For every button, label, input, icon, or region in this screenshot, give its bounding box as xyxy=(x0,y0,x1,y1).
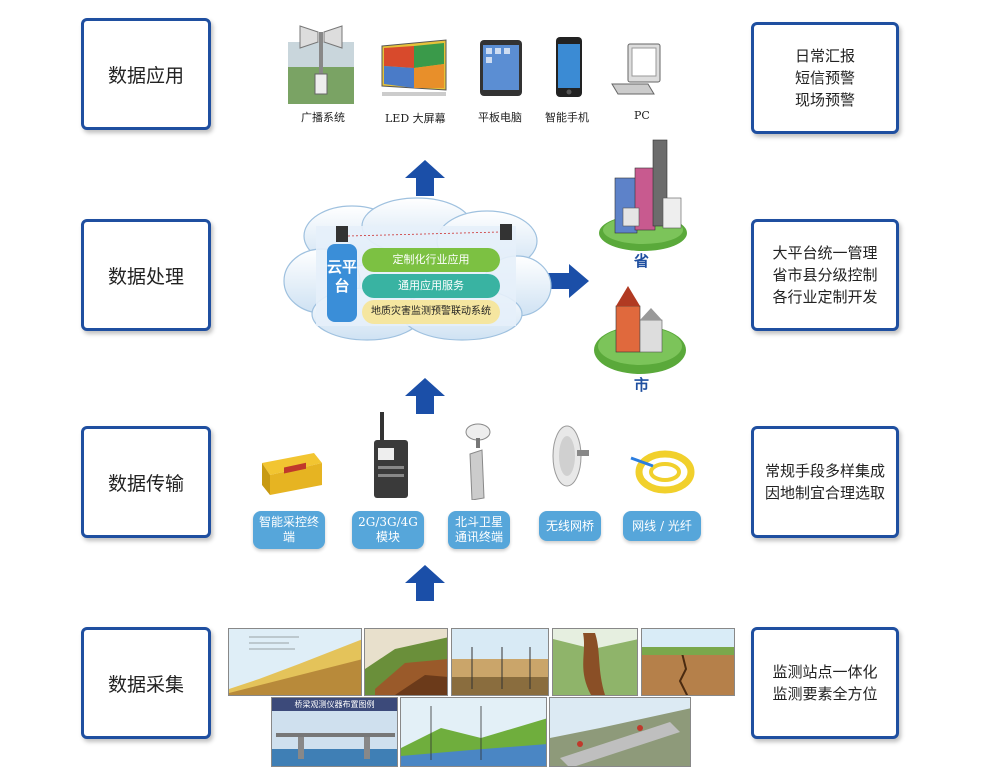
landslide-section-panel xyxy=(364,628,448,696)
cloud-layer-general: 通用应用服务 xyxy=(362,274,500,298)
modem-module-icon xyxy=(374,412,408,498)
province-label: 省 xyxy=(634,252,650,270)
fiber-cable-icon xyxy=(630,450,695,494)
stage-label: 数据采集 xyxy=(107,673,184,696)
stage-box-application: 数据应用 xyxy=(81,18,211,130)
reservoir-section-panel xyxy=(400,697,547,767)
desc-box-collection: 监测站点一体化 监测要素全方位 xyxy=(751,627,899,739)
tablet-icon xyxy=(480,40,522,96)
beidou-terminal-icon xyxy=(465,423,491,500)
transmission-label: 网线 / 光纤 xyxy=(623,511,701,541)
desc-line: 现场预警 xyxy=(794,91,855,109)
ground-crack-panel xyxy=(641,628,735,696)
smartphone-icon xyxy=(556,37,582,97)
desc-line: 常规手段多样集成 xyxy=(764,462,885,480)
bridge-monitoring-panel: 桥梁观测仪器布置图例 xyxy=(271,697,398,767)
cloud-layer-system: 地质灾害监测预警联动系统 xyxy=(362,300,500,324)
wireless-bridge-icon xyxy=(552,425,589,487)
desc-line: 大平台统一管理 xyxy=(772,244,878,262)
app-label: 智能手机 xyxy=(545,111,589,124)
desc-line: 短信预警 xyxy=(794,69,855,87)
smart-terminal-icon xyxy=(262,453,322,495)
province-city-icon xyxy=(599,139,687,251)
stage-box-processing: 数据处理 xyxy=(81,219,211,331)
led-screen-icon xyxy=(381,39,447,96)
desc-line: 省市县分级控制 xyxy=(772,266,878,284)
ground-section-panel xyxy=(451,628,549,696)
desc-line: 日常汇报 xyxy=(794,47,855,65)
tunnel-section-panel xyxy=(549,697,691,767)
stage-label: 数据应用 xyxy=(107,64,184,87)
stage-label: 数据处理 xyxy=(107,265,184,288)
slope-monitoring-panel xyxy=(228,628,362,696)
desc-line: 监测站点一体化 xyxy=(772,663,878,681)
app-label: PC xyxy=(634,109,650,122)
pc-icon xyxy=(611,43,661,95)
debris-flow-panel xyxy=(552,628,638,696)
desc-line: 因地制宜合理选取 xyxy=(764,484,885,502)
desc-line: 监测要素全方位 xyxy=(772,685,878,703)
desc-box-processing: 大平台统一管理 省市县分级控制 各行业定制开发 xyxy=(751,219,899,331)
stage-box-collection: 数据采集 xyxy=(81,627,211,739)
app-label: 平板电脑 xyxy=(478,111,522,124)
transmission-label: 北斗卫星通讯终端 xyxy=(448,511,510,549)
transmission-label: 2G/3G/4G模块 xyxy=(352,511,424,549)
cloud-platform-label: 云平台 xyxy=(327,244,357,322)
arrow-up-icon xyxy=(405,378,445,414)
stage-box-transmission: 数据传输 xyxy=(81,426,211,538)
city-icon xyxy=(594,286,686,374)
arrow-up-icon xyxy=(405,565,445,601)
app-label: LED 大屏幕 xyxy=(385,112,446,125)
stage-label: 数据传输 xyxy=(107,472,184,495)
desc-box-transmission: 常规手段多样集成 因地制宜合理选取 xyxy=(751,426,899,538)
transmission-label: 智能采控终端 xyxy=(253,511,325,549)
transmission-label: 无线网桥 xyxy=(539,511,601,541)
cloud-layer-custom: 定制化行业应用 xyxy=(362,248,500,272)
bridge-panel-title: 桥梁观测仪器布置图例 xyxy=(272,698,397,711)
arrow-right-icon xyxy=(545,264,589,298)
broadcast-speaker-icon xyxy=(288,25,354,104)
arrow-up-icon xyxy=(405,160,445,196)
desc-line: 各行业定制开发 xyxy=(772,288,878,306)
city-label: 市 xyxy=(634,376,650,394)
bridge-diagram xyxy=(272,733,397,766)
desc-box-application: 日常汇报 短信预警 现场预警 xyxy=(751,22,899,134)
app-label: 广播系统 xyxy=(301,111,345,124)
